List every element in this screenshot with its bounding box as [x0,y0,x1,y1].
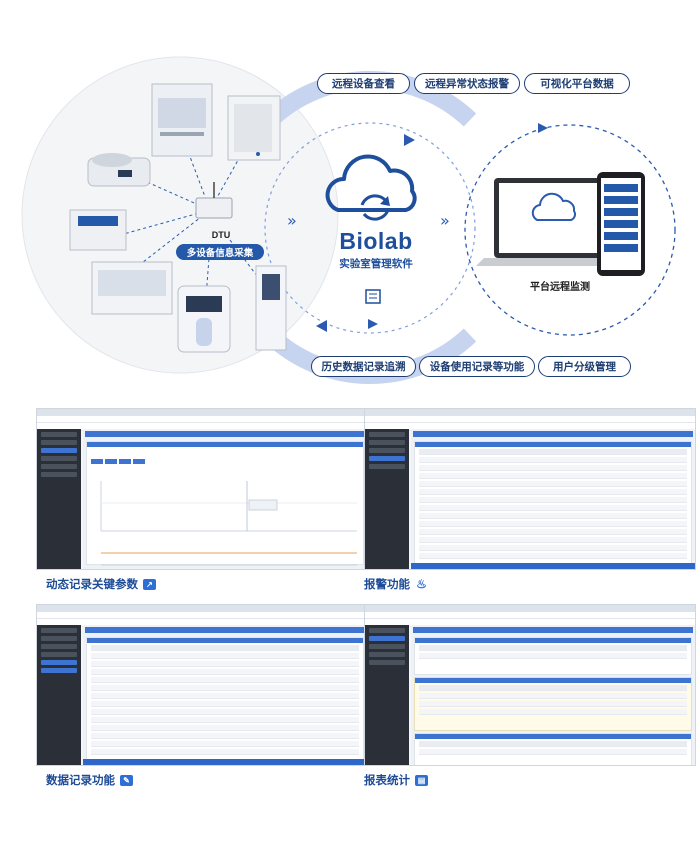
biosafety-cabinet-device [151,83,213,157]
phone-device [597,172,645,276]
dtu-device [195,182,233,219]
report-icon: ▤ [415,774,428,786]
trend-chart-thumbnail [100,481,357,566]
building-icon [365,289,381,304]
chevron-right-double-icon-right: » [440,211,450,230]
brand-name: Biolab [339,228,413,254]
caption-report: 报表统计 ▤ [364,772,428,788]
screenshot-dynamic-record [36,408,368,570]
feature-remote-alarm: 远程异常状态报警 [414,73,520,94]
arrow-icon [316,320,327,332]
brand-block: Biolab 实验室管理软件 [316,228,436,271]
analyzer-device [69,209,127,251]
caption-alarm: 报警功能 ♨ [364,577,427,591]
screenshot-report [364,604,696,766]
purifier-device [177,285,231,353]
monitor-label: 平台远程监测 [530,282,590,293]
screenshot-alarm [364,408,696,570]
line-chart-icon: ↗ [143,578,156,590]
freezer-device [255,265,287,351]
alarm-bell-icon: ♨ [416,577,427,591]
hero-graphic: » » [21,56,676,384]
dtu-badge: 多设备信息采集 [176,244,264,260]
feature-visual-platform: 可视化平台数据 [524,73,630,94]
laptop-device [476,178,630,266]
arrow-icon [404,134,415,146]
screenshot-data-record [36,604,368,766]
cloud-sync-icon [325,154,417,212]
feature-usage-record: 设备使用记录等功能 [419,356,535,377]
brand-subtitle: 实验室管理软件 [339,258,413,270]
feature-history-trace: 历史数据记录追溯 [311,356,416,377]
caption-dynamic-record: 动态记录关键参数 ↗ [46,576,156,592]
caption-data-record: 数据记录功能 ✎ [46,772,133,788]
inner-dashed-ring [264,122,476,334]
feature-remote-view: 远程设备查看 [317,73,410,94]
centrifuge-device [87,153,151,187]
arrow-icon [368,319,378,329]
feature-user-levels: 用户分级管理 [538,356,631,377]
monitor-circle [464,124,676,336]
clean-bench-device [91,261,173,315]
dtu-label: DTU [211,230,231,240]
chevron-right-double-icon-left: » [287,211,297,230]
arrow-icon [538,123,548,133]
edit-icon: ✎ [120,774,133,786]
incubator-device [227,95,281,161]
hero-diagram: » » [0,0,700,395]
